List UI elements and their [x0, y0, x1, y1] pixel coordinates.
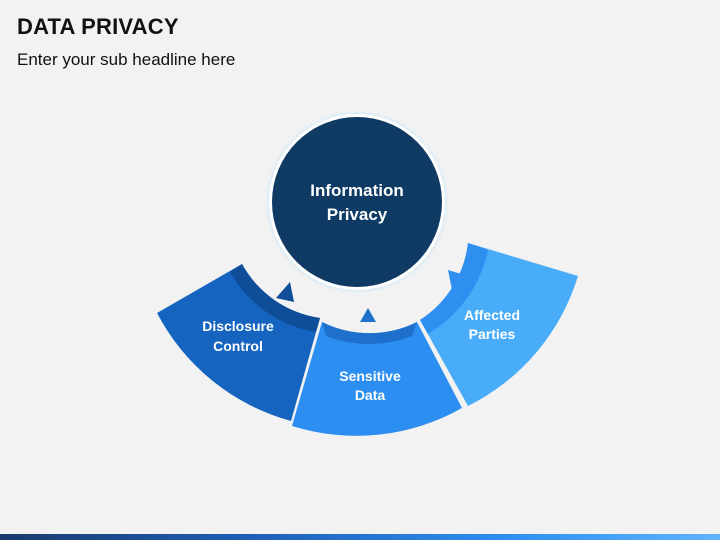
sensitive-label-line1: Sensitive	[339, 368, 401, 384]
disclosure-inner-band	[230, 264, 320, 332]
disclosure-label-line1: Disclosure	[202, 318, 274, 334]
affected-inner-band	[420, 243, 488, 334]
segment-sensitive-data: Sensitive Data	[292, 308, 462, 436]
sensitive-label-line2: Data	[355, 387, 386, 403]
center-circle	[272, 117, 442, 287]
affected-arrow-icon	[448, 270, 468, 290]
segment-affected-parties: Affected Parties	[420, 243, 578, 406]
segment-disclosure-control: Disclosure Control	[157, 264, 320, 421]
sensitive-arrow-icon	[360, 308, 376, 322]
center-label-line2: Privacy	[327, 205, 388, 224]
disclosure-label-line2: Control	[213, 338, 263, 354]
affected-label-line2: Parties	[469, 326, 516, 342]
disclosure-arrow-icon	[276, 282, 294, 302]
page-subtitle: Enter your sub headline here	[17, 50, 236, 69]
footer-accent-bar	[0, 534, 720, 540]
sensitive-inner-band	[322, 322, 417, 344]
page-title: DATA PRIVACY	[17, 14, 179, 39]
center-label-line1: Information	[310, 181, 404, 200]
affected-label-line1: Affected	[464, 307, 520, 323]
sensitive-data-arc	[292, 322, 462, 436]
center-circle-group: Information Privacy	[265, 110, 449, 294]
